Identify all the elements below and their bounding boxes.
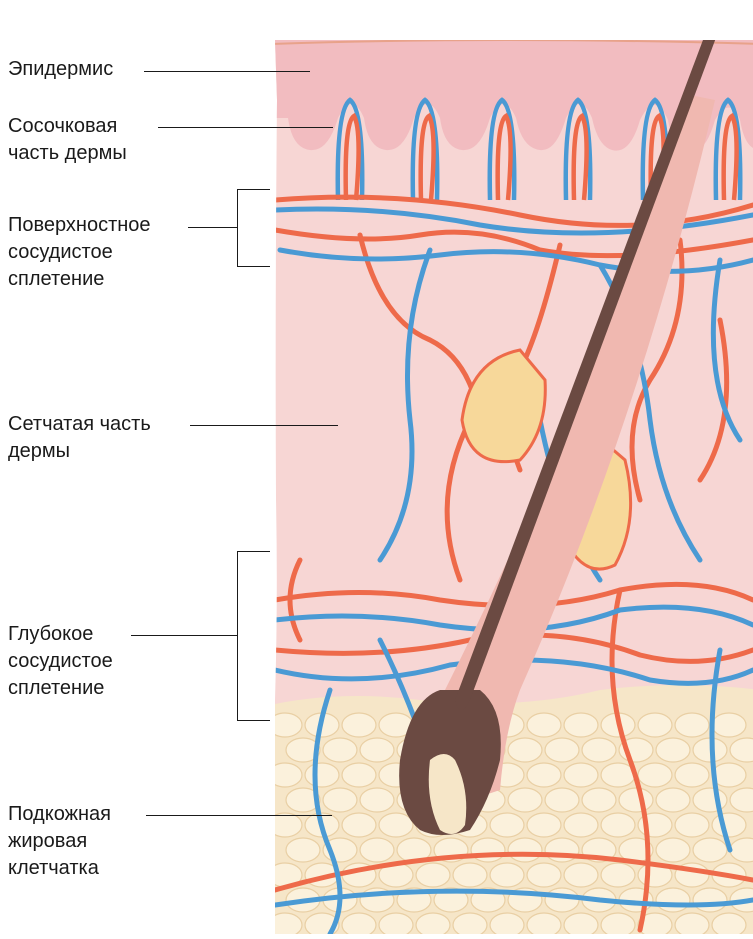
label-deep-plexus: Глубокое сосудистое сплетение — [8, 621, 113, 702]
fat-cell — [619, 788, 653, 812]
fat-cell — [712, 713, 746, 737]
fat-cell — [601, 913, 635, 934]
label-papillary-line2: часть дермы — [8, 140, 127, 167]
fat-cell — [490, 813, 524, 837]
fat-cell — [564, 863, 598, 887]
fat-cell — [453, 913, 487, 934]
label-papillary-line1: Сосочковая — [8, 113, 127, 140]
label-epidermis: Эпидермис — [8, 56, 113, 83]
fat-cell — [638, 713, 672, 737]
fat-cell — [545, 888, 579, 912]
fat-cell — [527, 713, 561, 737]
fat-cell — [342, 913, 376, 934]
fat-cell — [656, 738, 690, 762]
label-superficial-line3: сплетение — [8, 266, 151, 293]
fat-cell — [527, 863, 561, 887]
leader-superficial-plexus — [188, 227, 238, 228]
fat-cell — [323, 738, 357, 762]
fat-cell — [564, 913, 598, 934]
fat-cell — [545, 838, 579, 862]
label-reticular-line2: дермы — [8, 438, 151, 465]
fat-cell — [527, 763, 561, 787]
fat-cell — [527, 913, 561, 934]
fat-cell — [268, 813, 302, 837]
fat-cell — [379, 813, 413, 837]
leader-papillary-dermis — [158, 127, 333, 128]
leader-epidermis — [144, 71, 310, 72]
fat-cell — [712, 813, 746, 837]
fat-cell — [582, 788, 616, 812]
label-deep-line2: сосудистое — [8, 648, 113, 675]
fat-cell — [453, 863, 487, 887]
fat-cell — [675, 913, 709, 934]
label-subcutaneous-fat: Подкожная жировая клетчатка — [8, 801, 111, 882]
label-superficial-plexus: Поверхностное сосудистое сплетение — [8, 212, 151, 293]
fat-cell — [675, 763, 709, 787]
fat-cell — [490, 863, 524, 887]
leader-subcutaneous-fat — [146, 815, 332, 816]
fat-cell — [545, 738, 579, 762]
fat-cell — [360, 788, 394, 812]
fat-cell — [268, 713, 302, 737]
fat-cell — [638, 763, 672, 787]
leader-deep-plexus — [131, 635, 238, 636]
label-deep-line3: сплетение — [8, 675, 113, 702]
fat-cell — [656, 888, 690, 912]
fat-cell — [564, 813, 598, 837]
bracket-deep-plexus — [237, 551, 270, 721]
label-deep-line1: Глубокое — [8, 621, 113, 648]
fat-cell — [268, 913, 302, 934]
leader-reticular-dermis — [190, 425, 338, 426]
fat-cell — [656, 838, 690, 862]
fat-cell — [323, 788, 357, 812]
label-epidermis-text: Эпидермис — [8, 56, 113, 83]
label-subcutaneous-line3: клетчатка — [8, 855, 111, 882]
fat-cell — [693, 838, 727, 862]
label-reticular-dermis: Сетчатая часть дермы — [8, 411, 151, 465]
fat-cell — [675, 813, 709, 837]
label-superficial-line2: сосудистое — [8, 239, 151, 266]
fat-cell — [693, 788, 727, 812]
fat-cell — [675, 713, 709, 737]
fat-cell — [712, 913, 746, 934]
fat-cell — [582, 738, 616, 762]
label-subcutaneous-line2: жировая — [8, 828, 111, 855]
fat-cell — [601, 863, 635, 887]
fat-cell — [379, 913, 413, 934]
fat-cell — [490, 913, 524, 934]
fat-cell — [564, 713, 598, 737]
fat-cell — [508, 788, 542, 812]
fat-cell — [471, 838, 505, 862]
label-papillary-dermis: Сосочковая часть дермы — [8, 113, 127, 167]
label-superficial-line1: Поверхностное — [8, 212, 151, 239]
label-subcutaneous-line1: Подкожная — [8, 801, 111, 828]
fat-cell — [545, 788, 579, 812]
fat-cell — [416, 913, 450, 934]
fat-cell — [416, 863, 450, 887]
fat-cell — [693, 888, 727, 912]
fat-cell — [268, 763, 302, 787]
fat-cell — [360, 838, 394, 862]
fat-cell — [342, 813, 376, 837]
fat-cell — [656, 788, 690, 812]
fat-cell — [508, 838, 542, 862]
fat-cell — [360, 738, 394, 762]
fat-cell — [508, 738, 542, 762]
fat-cell — [342, 763, 376, 787]
bracket-superficial-plexus — [237, 189, 270, 267]
fat-cell — [564, 763, 598, 787]
label-reticular-line1: Сетчатая часть — [8, 411, 151, 438]
fat-cell — [305, 763, 339, 787]
fat-cell — [286, 838, 320, 862]
fat-cell — [527, 813, 561, 837]
fat-cell — [601, 813, 635, 837]
fat-cell — [342, 713, 376, 737]
